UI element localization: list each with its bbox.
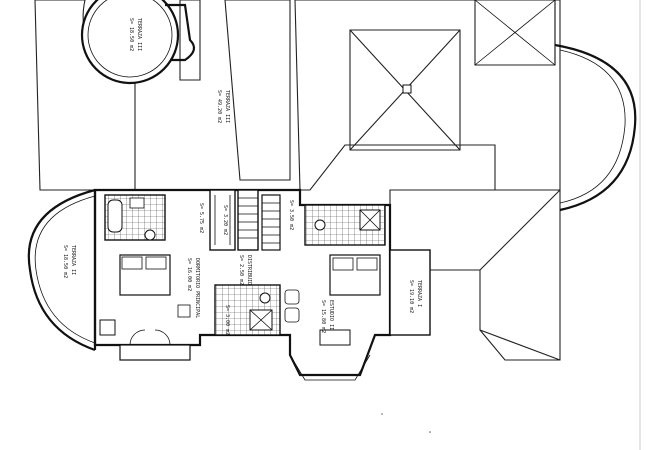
room-name: TERRAZA II: [70, 245, 76, 275]
scan-specks: [381, 413, 431, 433]
room-area: S= 3.20 m2: [222, 205, 228, 235]
room-area: S= 3.00 m2: [224, 305, 230, 335]
vestidor: S= 3.20 m2: [209, 189, 236, 251]
bathroom-2: S= 3.00 m2: [214, 284, 281, 336]
room-area: S= 2.50 m2: [238, 255, 244, 285]
left-curved-terrace: TERRAZA II S= 18.50 m2: [27, 188, 97, 352]
estudio: ESTUDIO II S= 15.80 m2: [284, 254, 381, 346]
room-name: DISTRIBUIDOR: [246, 255, 252, 292]
room-area: S= 18.50 m2: [128, 18, 134, 51]
right-curved-wall: [554, 43, 637, 212]
room-area: S= 15.80 m2: [320, 300, 326, 333]
roof-upper-right: [294, 0, 561, 191]
room-name: DORMITORIO PRINCIPAL: [194, 258, 200, 318]
master-bedroom: DORMITORIO PRINCIPAL S= 16.00 m2: [99, 254, 200, 346]
staircase: [237, 189, 281, 251]
bay-window: [289, 354, 371, 381]
distribuidor: S= 3.50 m2 DISTRIBUIDOR S= 2.50 m2: [238, 200, 294, 292]
round-terrace: TERRAZA III S= 18.50 m2: [80, 0, 196, 85]
bathroom-1: S= 5.75 m2: [104, 194, 204, 241]
room-area: S= 49.20 m2: [216, 90, 222, 123]
room-name: TERRAZA III: [224, 90, 230, 123]
room-area: S= 19.10 m2: [408, 280, 414, 313]
room-area: S= 5.75 m2: [198, 203, 204, 233]
terraza-i: TERRAZA I S= 19.10 m2: [389, 249, 431, 336]
room-area: S= 16.00 m2: [186, 258, 192, 291]
room-name: ESTUDIO II: [328, 300, 334, 330]
room-area: S= 18.50 m2: [62, 245, 68, 278]
terraza-iii-label: TERRAZA III S= 49.20 m2: [216, 90, 230, 123]
bathroom-3: [304, 204, 386, 246]
room-area: S= 3.50 m2: [288, 200, 294, 230]
room-name: TERRAZA III: [136, 18, 142, 51]
room-name: TERRAZA I: [416, 280, 422, 307]
